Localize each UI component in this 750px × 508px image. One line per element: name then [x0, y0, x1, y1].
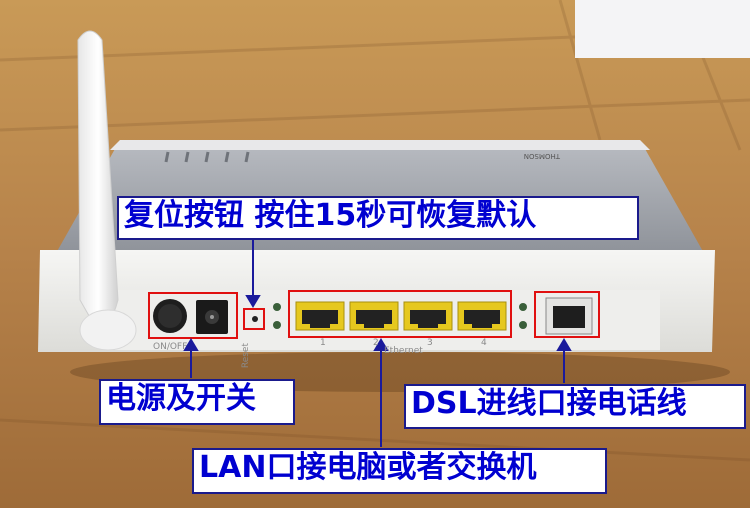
- dsl-callout: DSL进线口接电话线: [404, 384, 746, 429]
- power-callout: 电源及开关: [99, 379, 295, 425]
- reset-button-callout: 复位按钮 按住15秒可恢复默认: [117, 196, 639, 240]
- lan-highlight-box: [288, 290, 512, 338]
- callout-arrows: [183, 240, 572, 447]
- port-number-4: 4: [481, 338, 487, 348]
- reset-label: Reset: [241, 343, 251, 369]
- power-highlight-box: [148, 292, 238, 339]
- dsl-highlight-box: [534, 291, 600, 338]
- reset-hole: [252, 316, 258, 322]
- lan-ports: [295, 301, 507, 331]
- background-box: [575, 0, 750, 58]
- port-number-3: 3: [427, 338, 433, 348]
- reset-highlight-box: [243, 308, 265, 330]
- ethernet-label: Ethernet: [384, 346, 423, 356]
- lan-callout: LAN口接电脑或者交换机: [192, 448, 607, 494]
- brand-logo: THOMSON: [524, 152, 561, 160]
- top-vents: [164, 151, 250, 163]
- antenna: [77, 30, 137, 351]
- port-number-1: 1: [320, 338, 326, 348]
- port-number-2: 2: [373, 338, 379, 348]
- power-label: ON/OFF: [153, 342, 188, 352]
